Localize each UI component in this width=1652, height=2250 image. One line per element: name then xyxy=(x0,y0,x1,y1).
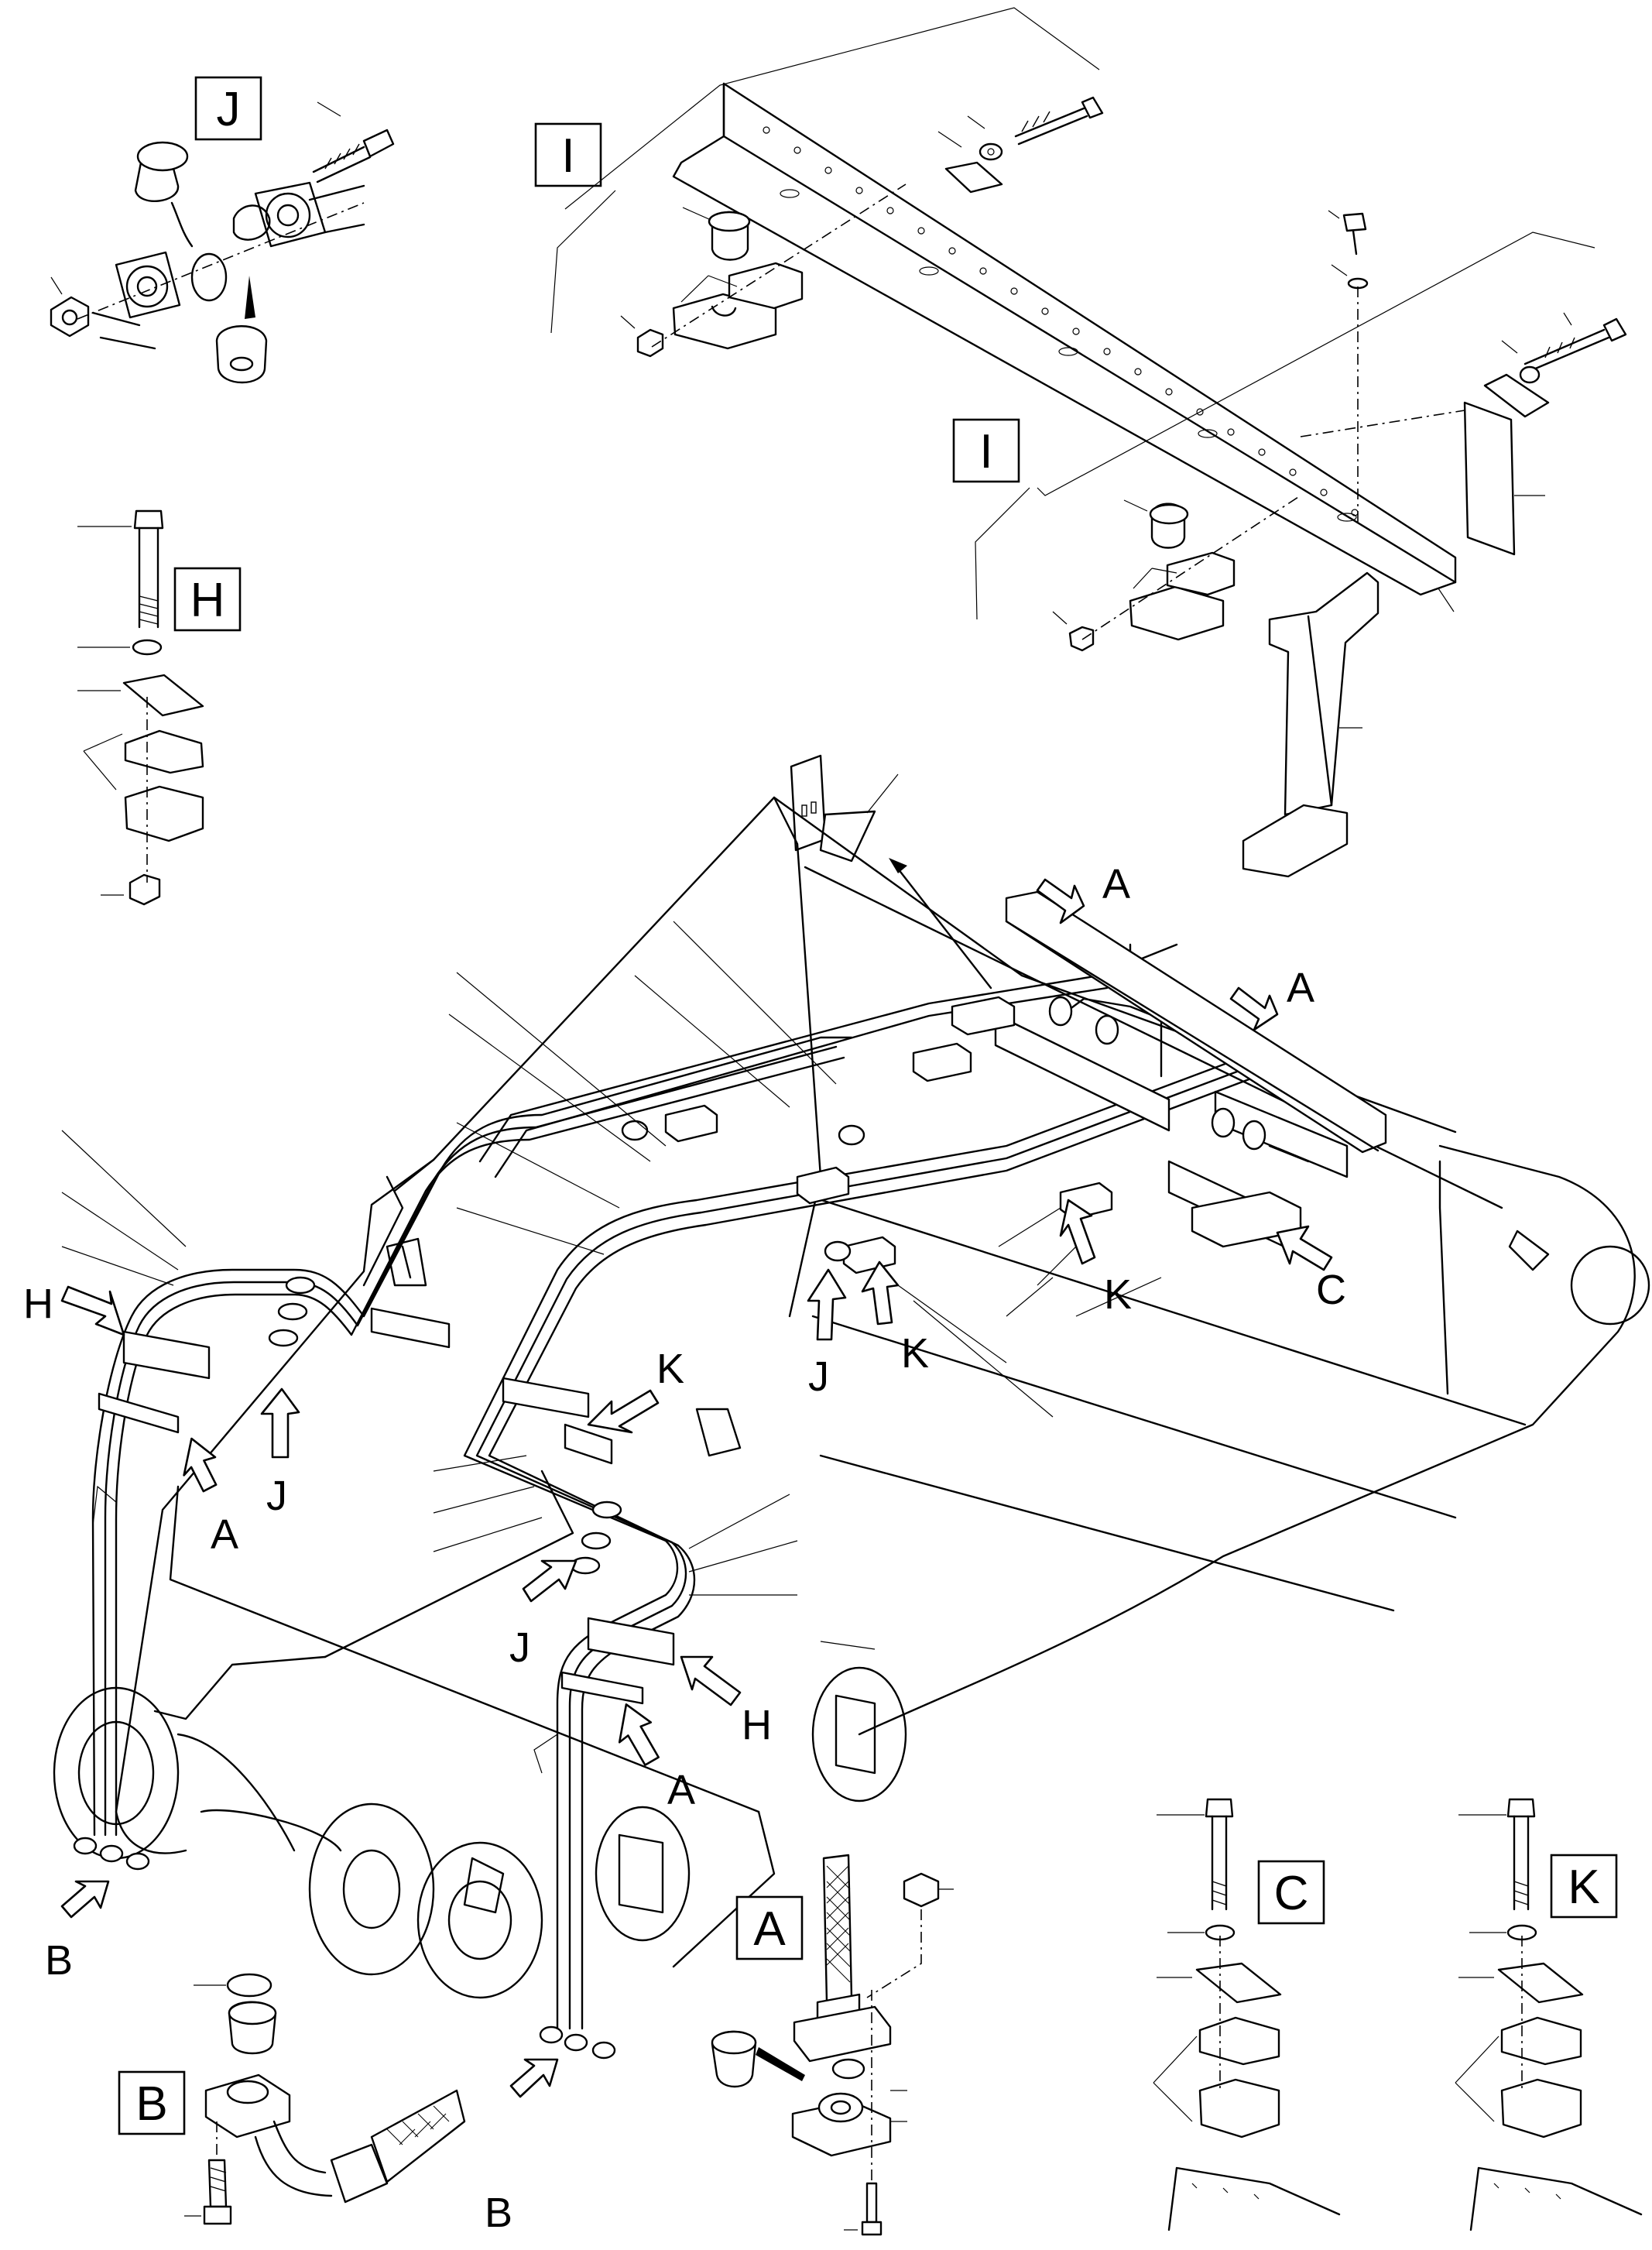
rail-holes xyxy=(763,126,1359,522)
callout-h-right: H xyxy=(742,1702,772,1748)
detail-k-label: K xyxy=(1568,1861,1599,1914)
detail-c-label: C xyxy=(1274,1867,1309,1920)
detail-b-hose-flange: B xyxy=(118,1973,466,2225)
pipe-end-fittings xyxy=(73,1837,616,2060)
callout-labels: A A C K K K J J J H H A A B B xyxy=(23,861,1346,2236)
detail-i-label-top: I xyxy=(561,129,574,183)
callout-h-left: H xyxy=(23,1281,53,1327)
detail-h-label: H xyxy=(190,574,225,627)
detail-k-clamp-stack: K xyxy=(1455,1798,1643,2231)
detail-a-hose-flange: A xyxy=(711,1854,954,2236)
callout-c-right: C xyxy=(1316,1267,1346,1313)
boom-main-body xyxy=(53,796,1650,1999)
detail-h-clamp-stack: H xyxy=(77,509,242,906)
callout-a-left: A xyxy=(211,1511,238,1558)
callout-j-3: J xyxy=(509,1624,530,1671)
callout-a-top-2: A xyxy=(1287,965,1314,1011)
part-leader-lines xyxy=(61,921,1162,1774)
detail-i-support-bracket-assembly: I xyxy=(952,210,1627,878)
detail-b-label: B xyxy=(135,2077,167,2131)
callout-a-top-1: A xyxy=(1102,861,1130,907)
detail-i-label-mid: I xyxy=(979,425,992,478)
small-angle-bracket xyxy=(790,754,992,990)
callout-j-2: J xyxy=(266,1473,287,1519)
callout-k-3: K xyxy=(656,1346,684,1392)
callout-k-1: K xyxy=(1104,1271,1132,1318)
detail-j-label: J xyxy=(217,83,241,136)
callout-k-2: K xyxy=(901,1330,929,1377)
callout-b-right: B xyxy=(485,2190,512,2236)
detail-a-label: A xyxy=(753,1902,786,1956)
detail-j-flange-assembly: J xyxy=(50,76,395,384)
detail-i-support-rail-assembly: I xyxy=(534,7,1457,596)
callout-arrows xyxy=(60,878,1333,2098)
callout-b-left: B xyxy=(45,1937,73,1984)
detail-c-clamp-stack: C xyxy=(1153,1798,1341,2231)
callout-a-right: A xyxy=(667,1767,695,1813)
callout-j-1: J xyxy=(808,1353,829,1400)
pipe-support-rail xyxy=(994,890,1387,1256)
